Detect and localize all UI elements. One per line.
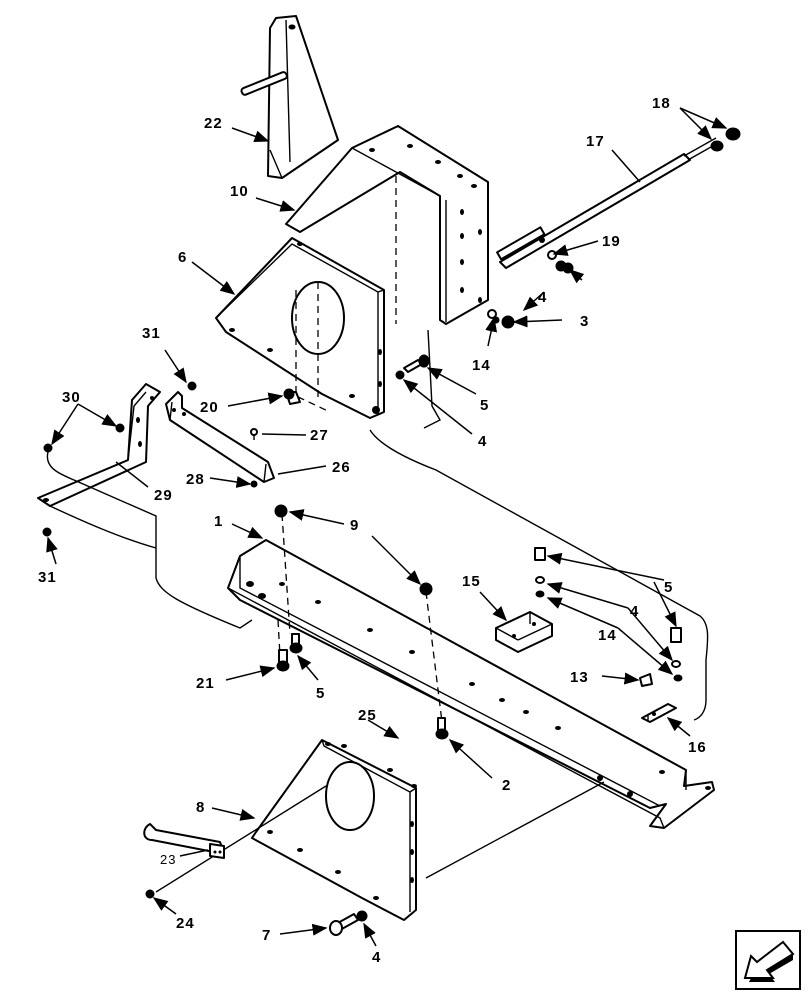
callout-24: 24	[176, 915, 195, 932]
part-26-bracket	[165, 391, 275, 483]
callout-4-mid: 4	[478, 433, 487, 450]
callout-4-top: 4	[538, 289, 547, 306]
nut-30	[115, 423, 125, 433]
part-18-nuts	[710, 127, 741, 152]
bolt-21	[276, 649, 290, 672]
callout-1: 1	[214, 513, 223, 530]
callout-25: 25	[358, 707, 377, 724]
leader-lines	[46, 107, 728, 947]
callout-3: 3	[580, 313, 589, 330]
bolt-2	[435, 717, 449, 740]
arrow-down-left-icon	[743, 940, 795, 982]
callout-26: 26	[332, 459, 351, 476]
callout-19: 19	[602, 233, 621, 250]
callout-9: 9	[350, 517, 359, 534]
callout-30: 30	[62, 389, 81, 406]
callout-10: 10	[230, 183, 249, 200]
part-15-bracket	[495, 611, 553, 653]
callout-15: 15	[462, 573, 481, 590]
part-25-plate	[251, 739, 417, 921]
nut-9b	[419, 582, 433, 596]
callout-14-top: 14	[472, 357, 491, 374]
callout-7: 7	[262, 927, 271, 944]
callout-28: 28	[186, 471, 205, 488]
dash-9b	[425, 591, 443, 723]
callout-5-bottom: 5	[316, 685, 325, 702]
washer-28	[250, 480, 258, 488]
callout-31-top: 31	[142, 325, 161, 342]
bolt-31-upper	[187, 381, 197, 391]
bolt-24	[145, 889, 155, 899]
bolt-20	[283, 388, 301, 405]
part-10-housing	[285, 125, 489, 325]
callout-labels: 22 10 6 18 17 19 4 3 14 5 4 31 30 20 27 …	[38, 95, 707, 966]
callout-5-top: 5	[480, 397, 489, 414]
part-8-handle	[143, 823, 225, 859]
washer-4-lower	[356, 910, 368, 922]
bolt-5-washer-4-upper	[395, 354, 430, 380]
part-29-bracket	[37, 383, 161, 507]
bolt-7	[329, 913, 359, 936]
next-page-button[interactable]	[735, 930, 801, 990]
callout-16: 16	[688, 739, 707, 756]
part-16-bracket	[641, 703, 677, 723]
callout-31-bottom: 31	[38, 569, 57, 586]
callout-21: 21	[196, 675, 215, 692]
part-6-plate	[215, 237, 385, 419]
hardware-5-4-14-right	[534, 547, 683, 687]
bolt-31-lower	[42, 527, 52, 537]
callout-20: 20	[200, 399, 219, 416]
assembly-outline	[46, 329, 709, 721]
bolt-5-lower	[289, 633, 303, 654]
callout-14-right: 14	[598, 627, 617, 644]
part-1-frame	[227, 539, 715, 829]
callout-23: 23	[160, 852, 176, 867]
hardware-19-4-3-14	[487, 250, 574, 329]
callout-8: 8	[196, 799, 205, 816]
callout-18: 18	[652, 95, 671, 112]
callout-13: 13	[570, 669, 589, 686]
dash-9a	[281, 513, 291, 635]
callout-4-right: 4	[630, 603, 639, 620]
callout-2: 2	[502, 777, 511, 794]
pin-27	[250, 428, 258, 440]
callout-5-right: 5	[664, 579, 673, 596]
callout-22: 22	[204, 115, 223, 132]
link-line-25	[425, 781, 605, 879]
nut-30b	[43, 443, 53, 453]
part-22-bracket	[240, 15, 339, 180]
link-line-24	[155, 785, 327, 893]
callout-27: 27	[310, 427, 329, 444]
nut-9a	[274, 504, 288, 518]
callout-6: 6	[178, 249, 187, 266]
part-17-rod	[496, 137, 719, 269]
callout-29: 29	[154, 487, 173, 504]
callout-4-bottom: 4	[372, 949, 381, 966]
callout-17: 17	[586, 133, 605, 150]
